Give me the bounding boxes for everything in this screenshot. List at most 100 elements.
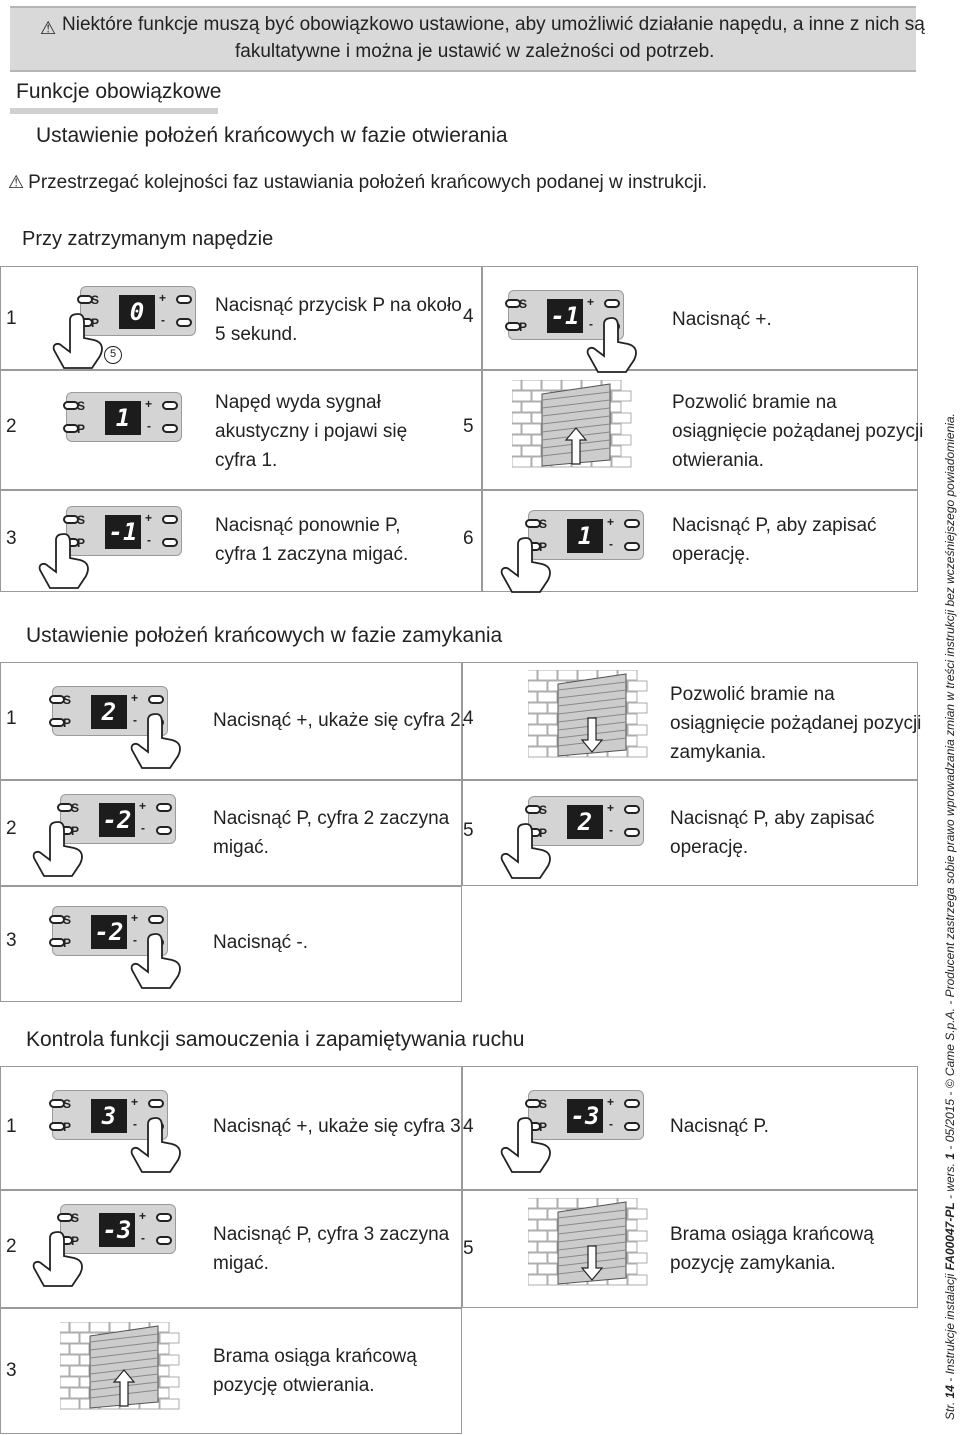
- label-p: P: [63, 1120, 72, 1134]
- label-s: S: [91, 293, 100, 307]
- table-cell: [482, 490, 918, 592]
- button-plus-icon: [604, 299, 620, 308]
- closing-title: Ustawienie położeń krańcowych w fazie za…: [26, 624, 503, 647]
- step-number: 3: [6, 1360, 17, 1381]
- display-digit: -1: [105, 515, 141, 549]
- step-text-line: 5 sekund.: [215, 324, 298, 345]
- button-p-icon: [63, 424, 79, 433]
- warning-triangle-icon: ⚠: [40, 18, 57, 38]
- button-minus-icon: [156, 1236, 172, 1245]
- step-text: Nacisnąć +, ukaże się cyfra 2.: [213, 706, 466, 735]
- footer-vertical: Str. 14 - Instrukcje instalacji FA00047-…: [943, 413, 957, 1420]
- label-s: S: [63, 693, 72, 707]
- label-plus: +: [607, 515, 615, 529]
- button-s-icon: [57, 1213, 73, 1222]
- button-p-icon: [49, 718, 65, 727]
- button-s-icon: [505, 299, 521, 308]
- gate-closing-icon: [528, 1198, 648, 1286]
- table-cell: [0, 1190, 462, 1308]
- label-p: P: [71, 824, 80, 838]
- step-number: 5: [463, 1238, 474, 1259]
- label-s: S: [63, 1097, 72, 1111]
- label-minus: -: [141, 1231, 145, 1245]
- button-s-icon: [49, 1099, 65, 1108]
- table-cell: [462, 662, 918, 780]
- label-s: S: [77, 513, 86, 527]
- label-plus: +: [131, 691, 139, 705]
- step-number: 4: [463, 708, 474, 729]
- label-minus: -: [147, 419, 151, 433]
- label-plus: +: [145, 397, 153, 411]
- label-s: S: [71, 1211, 80, 1225]
- gate-opening-icon: [60, 1322, 180, 1410]
- label-minus: -: [609, 1117, 613, 1131]
- label-minus: -: [161, 313, 165, 327]
- label-p: P: [63, 936, 72, 950]
- step-text-line: cyfra 1 zaczyna migać.: [215, 544, 409, 565]
- label-minus: -: [147, 533, 151, 547]
- label-p: P: [519, 320, 528, 334]
- step-text-line: migać.: [213, 1253, 269, 1274]
- warning-triangle-icon: ⚠: [8, 172, 25, 192]
- step-text-line: Nacisnąć P, cyfra 2 zaczyna: [213, 808, 450, 829]
- button-minus-icon: [162, 538, 178, 547]
- step-number: 5: [463, 820, 474, 841]
- button-minus-icon: [162, 424, 178, 433]
- label-s: S: [63, 913, 72, 927]
- label-p: P: [539, 540, 548, 554]
- step-number: 4: [463, 1116, 474, 1137]
- opening-title: Ustawienie położeń krańcowych w fazie ot…: [36, 124, 508, 147]
- label-minus: -: [609, 823, 613, 837]
- gate-closing-icon: [528, 670, 648, 758]
- label-s: S: [77, 399, 86, 413]
- step-number: 1: [6, 308, 17, 329]
- step-text-line: Nacisnąć P.: [670, 1116, 769, 1137]
- table-cell: [0, 1308, 462, 1434]
- step-number: 2: [6, 416, 17, 437]
- table-cell: [0, 490, 482, 592]
- step-text-line: osiągnięcie pożądanej pozycji: [670, 713, 922, 734]
- step-text-line: otwierania.: [672, 450, 764, 471]
- step-number: 1: [6, 708, 17, 729]
- step-text: Nacisnąć -.: [213, 928, 308, 957]
- label-minus: -: [133, 713, 137, 727]
- step-number: 3: [6, 930, 17, 951]
- label-s: S: [519, 297, 528, 311]
- table-cell: [462, 1066, 918, 1190]
- step-text-line: pozycję otwierania.: [213, 1375, 375, 1396]
- display-digit: 2: [567, 805, 603, 839]
- label-s: S: [71, 801, 80, 815]
- pointing-hand-icon: [586, 317, 637, 373]
- table-cell: [482, 266, 918, 370]
- button-s-icon: [525, 519, 541, 528]
- footer-page: 14: [943, 1385, 957, 1399]
- button-minus-icon: [624, 542, 640, 551]
- step-text-line: osiągnięcie pożądanej pozycji: [672, 421, 924, 442]
- label-plus: +: [145, 511, 153, 525]
- step-text-line: Pozwolić bramie na: [672, 392, 837, 413]
- footer-code: FA00047-PL: [943, 1202, 957, 1271]
- display-digit: -2: [99, 803, 135, 837]
- button-plus-icon: [148, 695, 164, 704]
- button-minus-icon: [624, 828, 640, 837]
- table-cell: [462, 780, 918, 886]
- table-cell: [482, 370, 918, 490]
- pointing-hand-icon: [130, 933, 181, 989]
- button-plus-icon: [162, 515, 178, 524]
- button-plus-icon: [162, 401, 178, 410]
- button-plus-icon: [156, 803, 172, 812]
- step-text-line: Nacisnąć ponownie P,: [215, 515, 401, 536]
- step-text: Nacisnąć +.: [672, 305, 772, 334]
- notice-box: ⚠ Niektóre funkcje muszą być obowiązkowo…: [10, 6, 925, 72]
- label-s: S: [539, 517, 548, 531]
- pointing-hand-icon: [130, 1117, 181, 1173]
